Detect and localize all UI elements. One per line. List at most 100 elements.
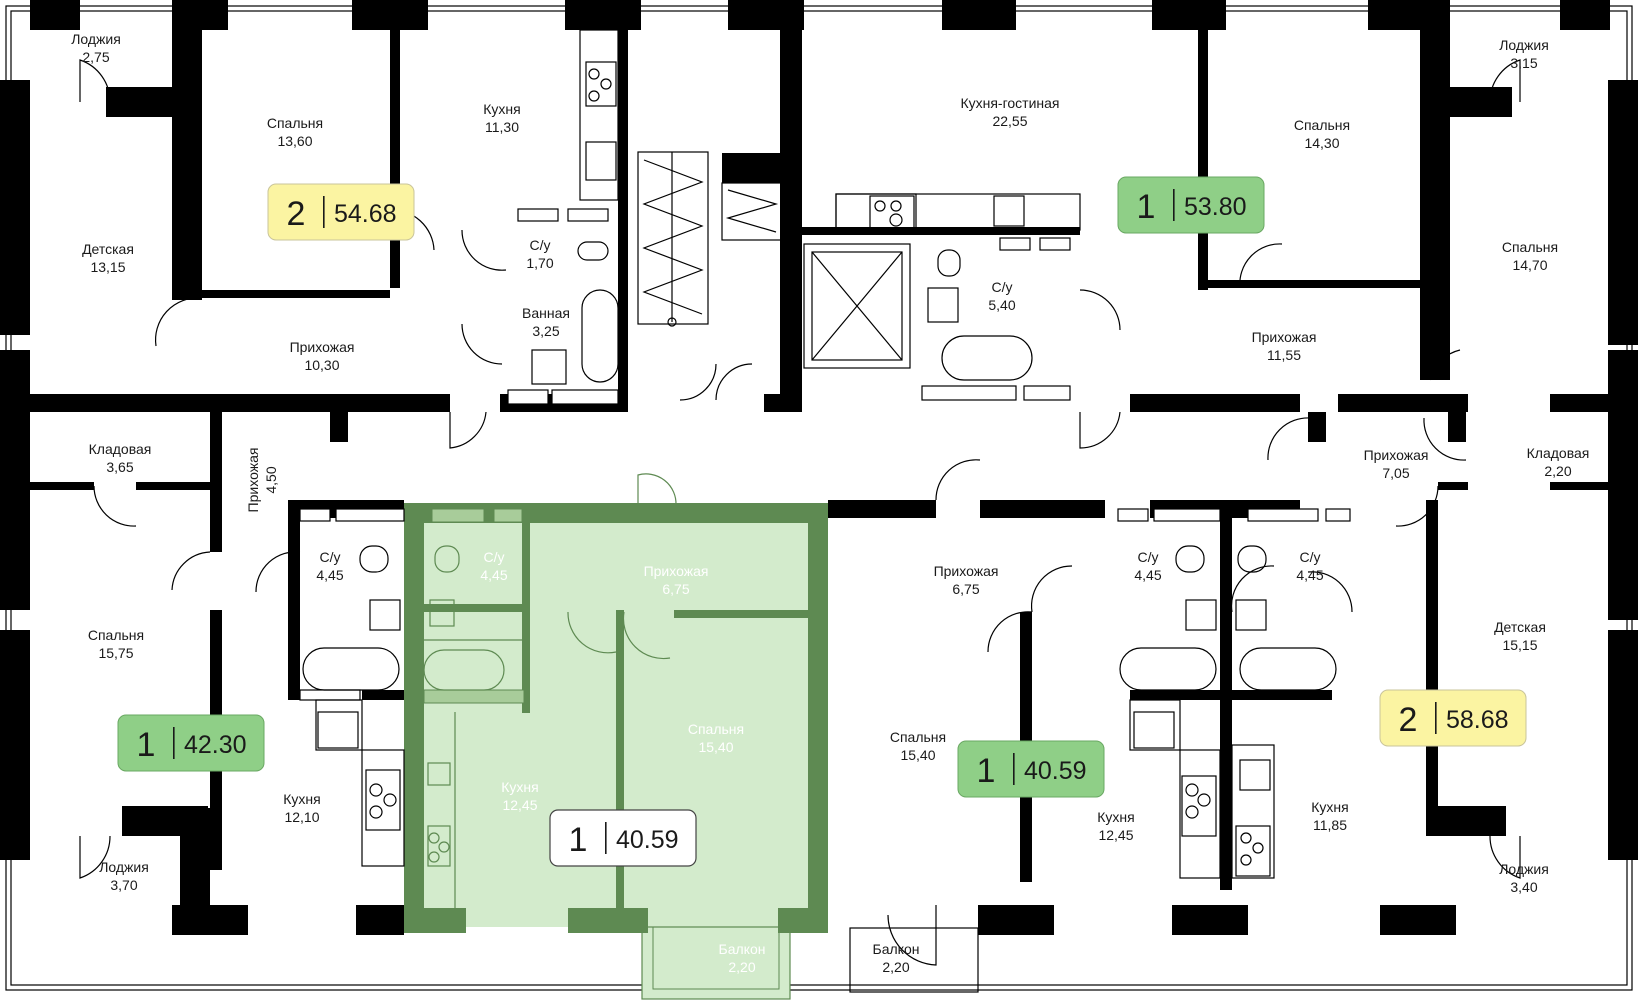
svg-text:Детская: Детская [1494,619,1546,635]
badge-background [1117,176,1265,234]
ventilation-hatch-icon [299,208,1351,701]
room-label: Кухня 11,85 [1311,799,1348,833]
svg-text:12,45: 12,45 [1098,827,1133,843]
svg-text:7,05: 7,05 [1382,465,1409,481]
svg-text:15,75: 15,75 [98,645,133,661]
svg-text:11,85: 11,85 [1313,817,1347,833]
svg-text:11,30: 11,30 [485,119,519,135]
badge-divider [323,196,325,228]
svg-text:4,45: 4,45 [316,567,343,583]
room-label: Кухня 12,10 [283,791,320,825]
svg-text:14,30: 14,30 [1304,135,1339,151]
svg-text:2,20: 2,20 [728,959,755,975]
svg-text:Прихожая: Прихожая [290,339,355,355]
svg-text:Балкон: Балкон [873,941,920,957]
room-label: С/у4,45 [316,549,343,583]
badge-rooms: 1 [569,821,588,859]
room-label: С/у4,45 [480,549,507,583]
svg-text:Кухня: Кухня [1097,809,1134,825]
badge-background [549,809,697,867]
svg-text:22,55: 22,55 [992,113,1027,129]
svg-text:15,40: 15,40 [698,739,733,755]
svg-text:С/у: С/у [1300,549,1321,565]
badge-rooms: 1 [137,726,156,764]
badge-rooms: 1 [1137,188,1156,226]
sink-icon [317,141,1271,791]
room-label: Прихожая 10,30 [290,339,355,373]
svg-text:3,15: 3,15 [1510,55,1537,71]
svg-text:4,45: 4,45 [1296,567,1323,583]
room-label: Детская 13,15 [82,241,134,275]
svg-text:Кухня-гостиная: Кухня-гостиная [960,95,1059,111]
svg-text:4,45: 4,45 [480,567,507,583]
svg-text:Кухня: Кухня [1311,799,1348,815]
svg-text:12,10: 12,10 [284,809,319,825]
svg-text:4,50: 4,50 [263,466,279,493]
staircase-icon [637,151,783,327]
apartment-badge-2[interactable]: 1 42.30 [117,714,265,772]
svg-text:13,60: 13,60 [277,133,312,149]
badge-background [117,714,265,772]
apartment-badge-4[interactable]: 1 40.59 [957,740,1105,798]
room-label: Кухня 12,45 [1097,809,1134,843]
badge-area: 54.68 [334,200,397,228]
room-label: Спальня 13,60 [267,115,323,149]
svg-text:13,15: 13,15 [90,259,125,275]
svg-text:2,20: 2,20 [882,959,909,975]
svg-text:10,30: 10,30 [304,357,339,373]
badge-background [1379,689,1527,747]
room-label: Кухня-гостиная 22,55 [960,95,1059,129]
badge-rooms: 2 [1399,701,1418,739]
toilet-icon [359,241,1267,573]
svg-text:14,70: 14,70 [1512,257,1547,273]
svg-text:Балкон: Балкон [719,941,766,957]
room-label: Детская 15,15 [1494,619,1546,653]
svg-text:5,40: 5,40 [988,297,1015,313]
svg-text:3,40: 3,40 [1510,879,1537,895]
svg-text:Спальня: Спальня [267,115,323,131]
badge-area: 58.68 [1446,706,1509,734]
svg-text:4,45: 4,45 [1134,567,1161,583]
badge-divider [605,822,607,854]
svg-text:Кухня: Кухня [483,101,520,117]
svg-text:15,40: 15,40 [900,747,935,763]
svg-text:Прихожая: Прихожая [1364,447,1429,463]
badge-area: 53.80 [1184,193,1247,221]
svg-text:Кухня: Кухня [283,791,320,807]
selected-apartment[interactable] [404,473,828,1000]
svg-text:Спальня: Спальня [890,729,946,745]
room-label: Спальня 15,40 [890,729,946,763]
room-label: Кухня 11,30 [483,101,520,135]
apartment-badge-0[interactable]: 2 54.68 [267,183,415,241]
apartment-badge-3[interactable]: 1 40.59 [549,809,697,867]
svg-text:Прихожая: Прихожая [644,563,709,579]
svg-text:6,75: 6,75 [952,581,979,597]
badge-background [957,740,1105,798]
svg-text:15,15: 15,15 [1502,637,1537,653]
svg-text:Лоджия: Лоджия [99,859,149,875]
apartment-badge-1[interactable]: 1 53.80 [1117,176,1265,234]
svg-text:Детская: Детская [82,241,134,257]
badge-rooms: 1 [977,752,996,790]
svg-text:Кладовая: Кладовая [89,441,152,457]
svg-text:Спальня: Спальня [1294,117,1350,133]
svg-text:Прихожая: Прихожая [1252,329,1317,345]
apartment-badge-5[interactable]: 2 58.68 [1379,689,1527,747]
room-label: С/у4,45 [1134,549,1161,583]
room-label: Балкон 2,20 [873,941,920,975]
svg-text:2,75: 2,75 [82,49,109,65]
badge-divider [1173,189,1175,221]
kitchen-counter [315,29,1275,879]
room-labels: Лоджия 2,75 Спальня 13,60 Кухня 11,30 Детск… [71,31,1589,975]
svg-text:Спальня: Спальня [1502,239,1558,255]
